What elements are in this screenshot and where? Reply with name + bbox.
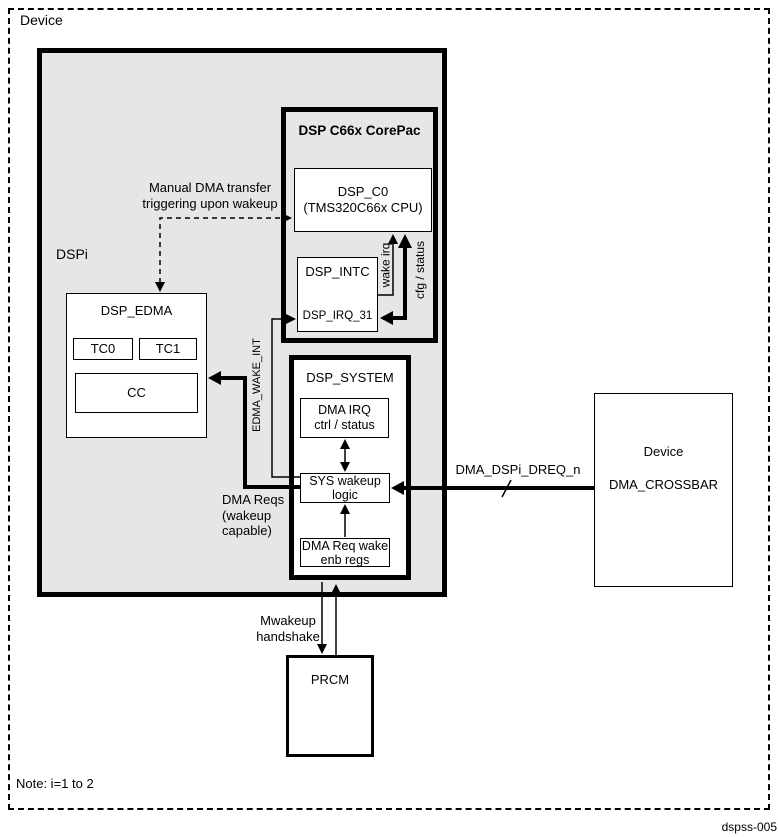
sys-wakeup-line2: logic <box>332 488 358 502</box>
crossbar-name-label: DMA_CROSSBAR <box>608 477 719 492</box>
mwakeup-line2: handshake <box>256 628 320 644</box>
dsp-edma-title: DSP_EDMA <box>100 303 173 318</box>
dma-irq-line1: DMA IRQ <box>318 403 371 417</box>
dsp-intc-title: DSP_INTC <box>305 264 370 279</box>
dsp-c0-box: DSP_C0 (TMS320C66x CPU) <box>294 168 432 232</box>
dspi-label: DSPi <box>56 246 88 262</box>
dma-crossbar-box: Device DMA_CROSSBAR <box>594 393 733 587</box>
dma-reqs-line1: DMA Reqs <box>222 492 285 507</box>
figure-id: dspss-005 <box>721 820 777 834</box>
cc-box: CC <box>75 373 198 413</box>
dma-req-wake-box: DMA Req wake enb regs <box>300 538 390 567</box>
note-label: Note: i=1 to 2 <box>16 776 94 791</box>
mwakeup-annotation: Mwakeup handshake <box>238 613 338 644</box>
corepac-title: DSP C66x CorePac <box>298 123 421 138</box>
crossbar-device-label: Device <box>643 444 684 459</box>
dsp-irq-31-label: DSP_IRQ_31 <box>302 310 373 322</box>
dma-irq-box: DMA IRQ ctrl / status <box>300 398 389 438</box>
dma-reqs-line3: capable) <box>222 523 272 538</box>
corepac-box: DSP C66x CorePac <box>281 107 438 343</box>
dma-reqs-annotation: DMA Reqs (wakeup capable) <box>222 492 297 539</box>
dsp-edma-box: DSP_EDMA <box>66 293 207 438</box>
dsp-system-title: DSP_SYSTEM <box>306 370 394 385</box>
cfg-status-label: cfg / status <box>413 240 427 300</box>
dsp-c0-line2: (TMS320C66x CPU) <box>303 200 423 215</box>
dreq-label: DMA_DSPi_DREQ_n <box>455 462 581 477</box>
prcm-box: PRCM <box>286 655 374 757</box>
dsp-intc-box: DSP_INTC DSP_IRQ_31 <box>297 257 378 332</box>
tc1-box: TC1 <box>139 338 197 360</box>
dsp-c0-line1: DSP_C0 <box>337 184 389 199</box>
dma-req-wake-line1: DMA Req wake <box>301 538 389 553</box>
manual-dma-line1: Manual DMA transfer <box>148 180 272 195</box>
dma-req-wake-line2: enb regs <box>320 552 370 567</box>
dma-reqs-line2: (wakeup <box>222 507 272 523</box>
manual-dma-annotation: Manual DMA transfer triggering upon wake… <box>130 180 290 211</box>
edma-wake-int-label: EDMA_WAKE_INT <box>251 338 263 432</box>
mwakeup-line1: Mwakeup <box>260 613 316 628</box>
prcm-label: PRCM <box>310 672 350 687</box>
device-boundary <box>8 8 770 810</box>
dma-irq-line2: ctrl / status <box>314 418 375 432</box>
manual-dma-line2: triggering upon wakeup <box>142 195 278 211</box>
wake-irq-label: wake irq <box>378 242 393 288</box>
sys-wakeup-box: SYS wakeup logic <box>300 473 390 503</box>
device-label: Device <box>20 12 63 28</box>
sys-wakeup-line1: SYS wakeup <box>309 474 381 488</box>
tc0-box: TC0 <box>73 338 133 360</box>
